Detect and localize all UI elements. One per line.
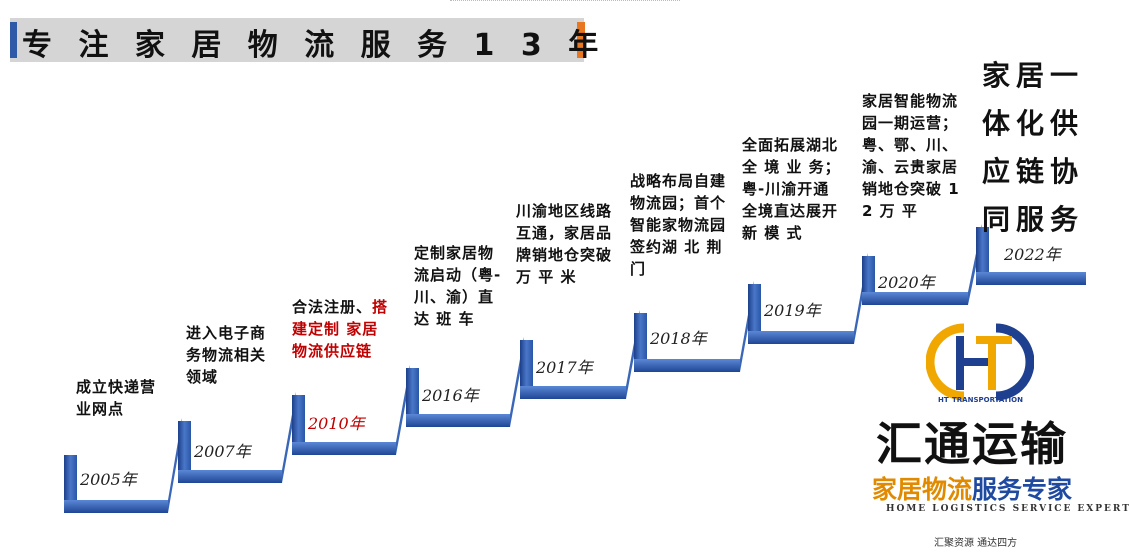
tagline: 家居物流服务专家: [872, 470, 1072, 506]
milestone-text-2005: 成立快递营业网点: [76, 378, 157, 418]
milestone-text-2018: 战略布局自建物流园；首个智能家物流园签约湖 北 荆 门: [630, 172, 727, 278]
milestone-text-2010: 合法注册、搭建定制 家居物流供应链: [292, 296, 390, 362]
step-2022: [976, 227, 1086, 285]
title-bar: [10, 18, 584, 62]
milestone-text-2010-black: 合法注册、: [292, 298, 373, 316]
milestone-text-2010-red: 搭建定制 家居物流供应链: [292, 298, 389, 360]
page-title: 专 注 家 居 物 流 服 务 1 3 年: [22, 28, 607, 63]
tagline-part-a: 家居物流: [872, 475, 973, 504]
year-2005: 2005年: [80, 470, 137, 489]
title-cap-left: [10, 22, 17, 58]
milestone-text-2019: 全面拓展湖北全 境 业 务；粤-川渝开通全境直达展开 新 模 式: [742, 136, 841, 242]
title-cap-right: [577, 22, 585, 58]
year-2007: 2007年: [194, 442, 251, 461]
year-2022: 2022年: [1004, 245, 1061, 264]
milestone-text-2017: 川渝地区线路互通，家居品牌销地仓突破万 平 米: [516, 202, 613, 286]
step-2007: [178, 392, 296, 483]
year-2019: 2019年: [764, 301, 821, 320]
year-2020: 2020年: [878, 273, 935, 292]
logo-subtitle: TRANSPORTATION: [952, 396, 1023, 404]
year-2016: 2016年: [422, 386, 479, 405]
footer-slogan: 汇聚资源 通达四方: [934, 538, 1018, 549]
logo-letters: HT: [938, 396, 949, 404]
milestone-text-2022: 家居一体化供应链协同服务: [982, 59, 1085, 236]
divider: [450, 0, 680, 1]
year-2017: 2017年: [536, 358, 593, 377]
brand-name: 汇通运输: [876, 417, 1068, 471]
ht-logo-icon: HT: [926, 323, 1034, 404]
tagline-english: HOME LOGISTICS SERVICE EXPERTS: [886, 504, 1129, 514]
year-2018: 2018年: [650, 329, 707, 348]
milestone-text-2016: 定制家居物流启动（粤-川、渝）直达 班 车: [414, 244, 502, 328]
milestone-text-2007: 进入电子商务物流相关领域: [186, 324, 267, 386]
tagline-part-b: 服务专家: [972, 475, 1073, 504]
year-2010: 2010年: [308, 414, 365, 433]
milestone-text-2020: 家居智能物流园一期运营；粤、鄂、川、渝、云贵家居销地仓突破 1 2 万 平: [862, 92, 960, 220]
